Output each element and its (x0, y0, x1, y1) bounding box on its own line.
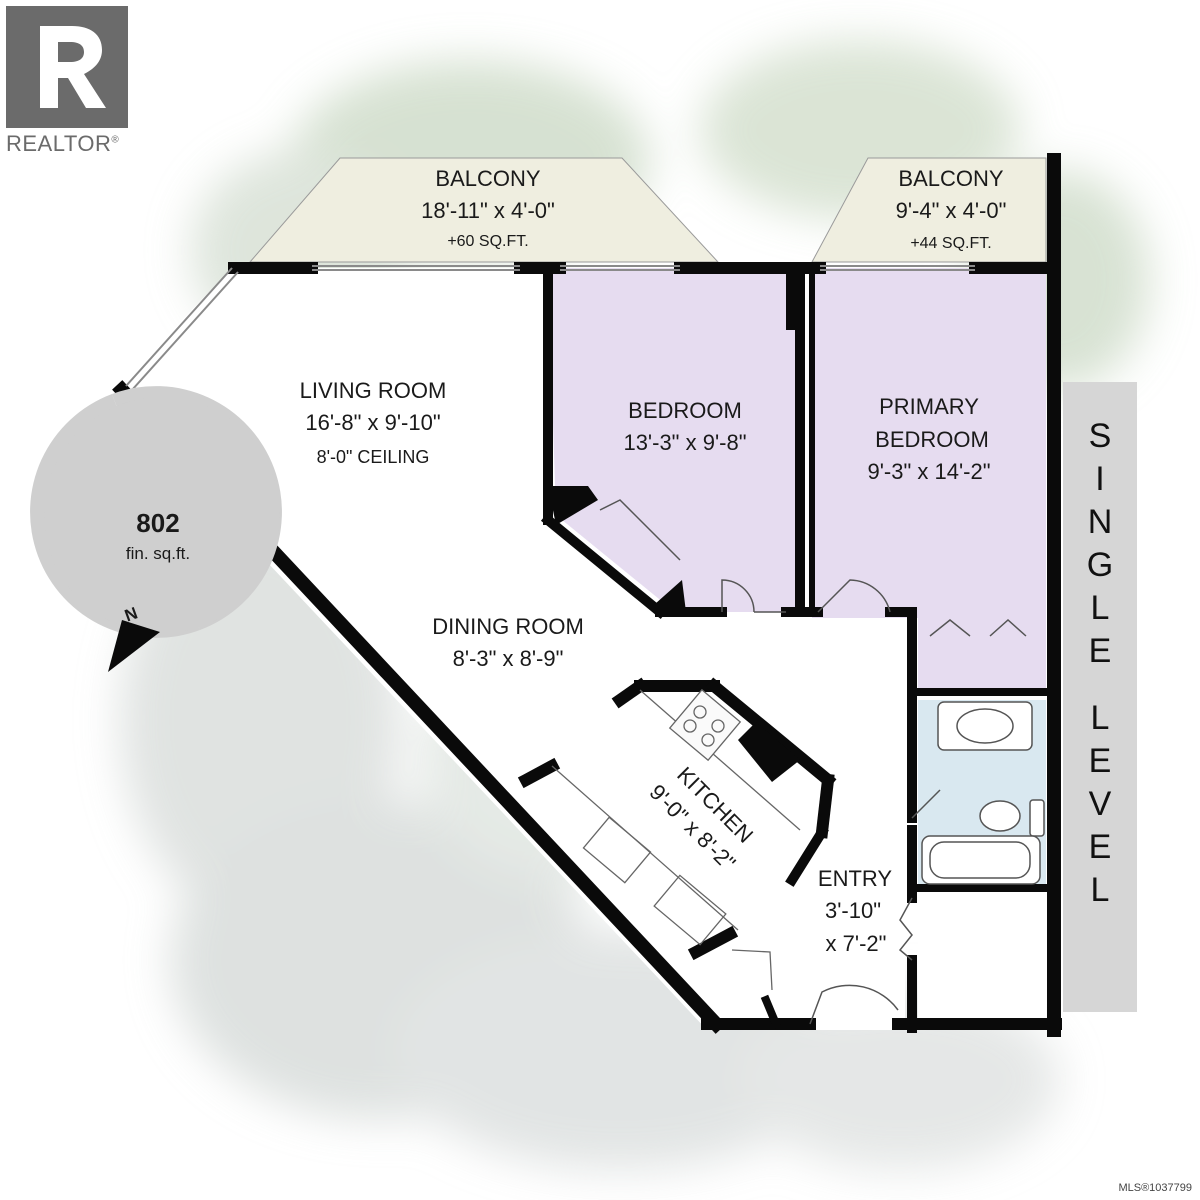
mls-number: MLS®1037799 (1118, 1182, 1192, 1194)
single-level-banner (1063, 382, 1137, 1012)
dining-room-dims: 8'-3" x 8'-9" (453, 646, 564, 671)
room-labels: BALCONY 18'-11" x 4'-0" +60 SQ.FT. BALCO… (300, 166, 1007, 956)
floor-main (110, 268, 905, 1030)
realtor-logo-icon (6, 6, 128, 128)
level-letter: G (1086, 546, 1114, 584)
area-badge-circle (44, 397, 280, 633)
closet-floor (918, 895, 1046, 1025)
primary-bedroom-name-1: PRIMARY (879, 394, 979, 419)
dining-room-name: DINING ROOM (432, 614, 584, 639)
balcony-right-extra: +44 SQ.FT. (910, 235, 991, 252)
balcony-right-name: BALCONY (898, 166, 1003, 191)
level-letter: N (1087, 503, 1113, 541)
level-letter: E (1088, 828, 1112, 866)
balcony-right (811, 157, 1047, 263)
area-value: 802 (136, 508, 179, 538)
level-letter: I (1095, 460, 1105, 498)
bedroom-name: BEDROOM (628, 398, 742, 423)
bathroom-fixtures (921, 701, 1045, 885)
level-letter: V (1088, 785, 1112, 823)
wall-block-bedroom-closet (655, 580, 686, 612)
living-room-ceiling: 8'-0" CEILING (317, 447, 430, 467)
primary-bedroom-dims: 9'-3" x 14'-2" (867, 459, 990, 484)
doors (599, 499, 1027, 1025)
level-letter: S (1088, 417, 1112, 455)
wall-block-bedroom (548, 486, 598, 525)
level-letter: L (1090, 589, 1110, 627)
level-letter: E (1088, 742, 1112, 780)
level-letter: L (1090, 699, 1110, 737)
compass-label: N (122, 603, 140, 625)
entry-dims-1: 3'-10" (825, 898, 881, 923)
level-letter: L (1090, 871, 1110, 909)
primary-bedroom-name-2: BEDROOM (875, 427, 989, 452)
entry-dims-2: x 7'-2" (826, 931, 887, 956)
bedroom-floor (548, 268, 800, 612)
realtor-logo-text: REALTOR® (6, 131, 120, 156)
windows (125, 265, 975, 391)
balcony-left-dims: 18'-11" x 4'-0" (421, 198, 555, 223)
bedroom-dims: 13'-3" x 9'-8" (623, 430, 746, 455)
living-room-dims: 16'-8" x 9'-10" (305, 410, 440, 435)
living-room-name: LIVING ROOM (300, 378, 447, 403)
wall-block-primary (786, 268, 800, 330)
kitchen-fixtures (551, 688, 801, 991)
level-letter: E (1088, 632, 1112, 670)
balcony-left-name: BALCONY (435, 166, 540, 191)
area-unit: fin. sq.ft. (126, 544, 190, 563)
compass-arrow-icon (108, 620, 160, 672)
wall-block-kitchen (738, 722, 800, 782)
primary-bedroom-floor (812, 268, 1046, 690)
balcony-right-dims: 9'-4" x 4'-0" (896, 198, 1007, 223)
balcony-left-extra: +60 SQ.FT. (447, 233, 528, 250)
entry-name: ENTRY (818, 866, 892, 891)
